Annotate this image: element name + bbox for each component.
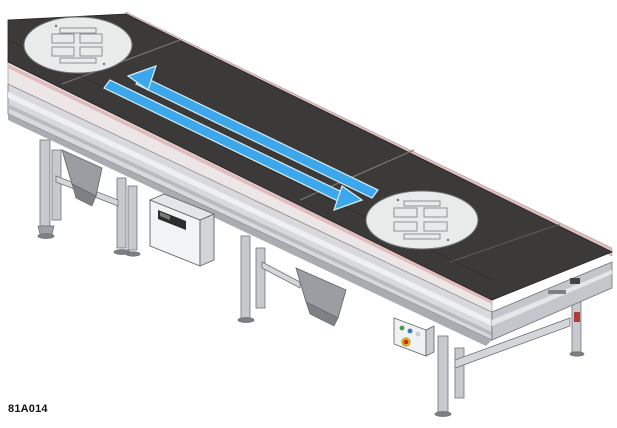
support-legs xyxy=(37,139,585,417)
round-fixture-front xyxy=(365,190,479,250)
drive-hopper-middle xyxy=(295,267,347,327)
arrow-left-icon xyxy=(126,65,379,199)
control-cabinet xyxy=(148,193,216,267)
round-fixture-back xyxy=(23,16,133,74)
arrow-right-icon xyxy=(103,79,364,211)
conveyor-frame xyxy=(7,11,613,346)
drive-hopper-left xyxy=(61,149,103,207)
operator-panel xyxy=(393,317,435,357)
end-hardware xyxy=(548,278,580,322)
figure-code-label: 81A014 xyxy=(8,403,48,415)
